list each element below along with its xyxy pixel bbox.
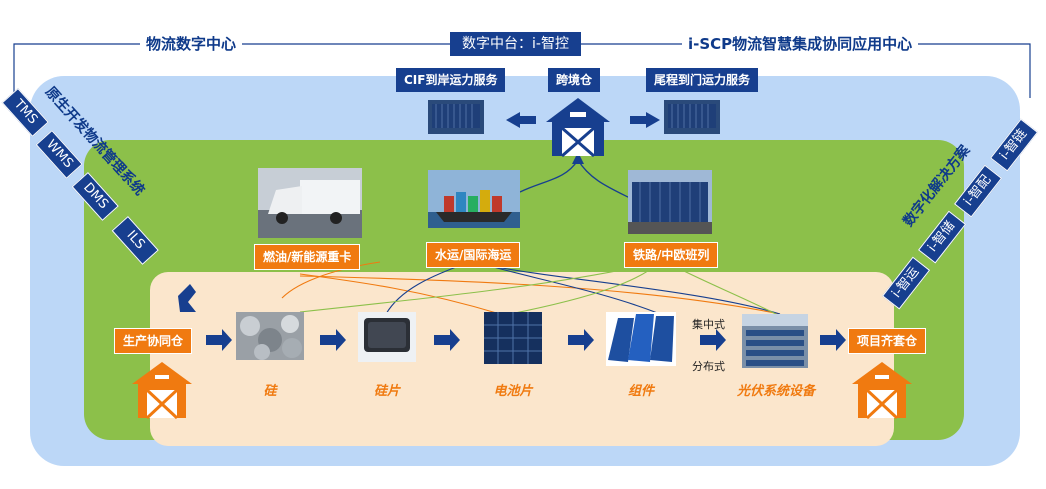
cell-photo bbox=[484, 312, 542, 364]
rail-label: 铁路/中欧班列 bbox=[624, 242, 719, 268]
truck-photo bbox=[258, 168, 362, 238]
cif-service-label: CIF到岸运力服务 bbox=[396, 68, 506, 92]
cross-border-warehouse-label: 跨境仓 bbox=[548, 68, 601, 92]
arrow-to-cif bbox=[506, 112, 536, 128]
pv-system-photo bbox=[742, 314, 808, 368]
ship-label: 水运/国际海运 bbox=[426, 242, 521, 268]
container-photo-left bbox=[428, 100, 484, 134]
ship-photo bbox=[428, 170, 520, 228]
rail-photo bbox=[628, 170, 712, 234]
stage-wafer-label: 硅片 bbox=[373, 384, 400, 399]
silicon-photo bbox=[236, 312, 304, 360]
digital-middle-platform-title: 数字中台：i-智控 bbox=[450, 32, 581, 56]
distributed-label: 分布式 bbox=[692, 360, 725, 373]
last-mile-service-label: 尾程到门运力服务 bbox=[646, 68, 759, 92]
stage-cell-label: 电池片 bbox=[493, 384, 533, 399]
i-scp-center-title: i-SCP物流智慧集成协同应用中心 bbox=[682, 34, 919, 54]
module-photo bbox=[606, 312, 676, 366]
warehouse-project-icon bbox=[852, 362, 912, 420]
production-warehouse-label: 生产协同仓 bbox=[114, 328, 193, 354]
wafer-photo bbox=[358, 312, 416, 362]
stage-silicon-label: 硅 bbox=[263, 384, 277, 399]
production-arrows bbox=[206, 329, 846, 351]
stage-pv-system-label: 光伏系统设备 bbox=[736, 384, 815, 399]
centralized-label: 集中式 bbox=[692, 318, 725, 331]
ship-to-warehouse-curve bbox=[519, 159, 579, 193]
rail-to-warehouse-curve bbox=[577, 159, 635, 201]
arrow-to-last-mile bbox=[630, 112, 660, 128]
left-band-arrow bbox=[178, 284, 196, 312]
stage-module-label: 组件 bbox=[627, 384, 654, 399]
warehouse-cross-border-icon bbox=[546, 98, 610, 158]
container-photo-right bbox=[664, 100, 720, 134]
truck-label: 燃油/新能源重卡 bbox=[254, 244, 361, 270]
warehouse-production-icon bbox=[132, 362, 192, 420]
logistics-digital-center-title: 物流数字中心 bbox=[140, 34, 243, 54]
project-warehouse-label: 项目齐套仓 bbox=[848, 328, 927, 354]
